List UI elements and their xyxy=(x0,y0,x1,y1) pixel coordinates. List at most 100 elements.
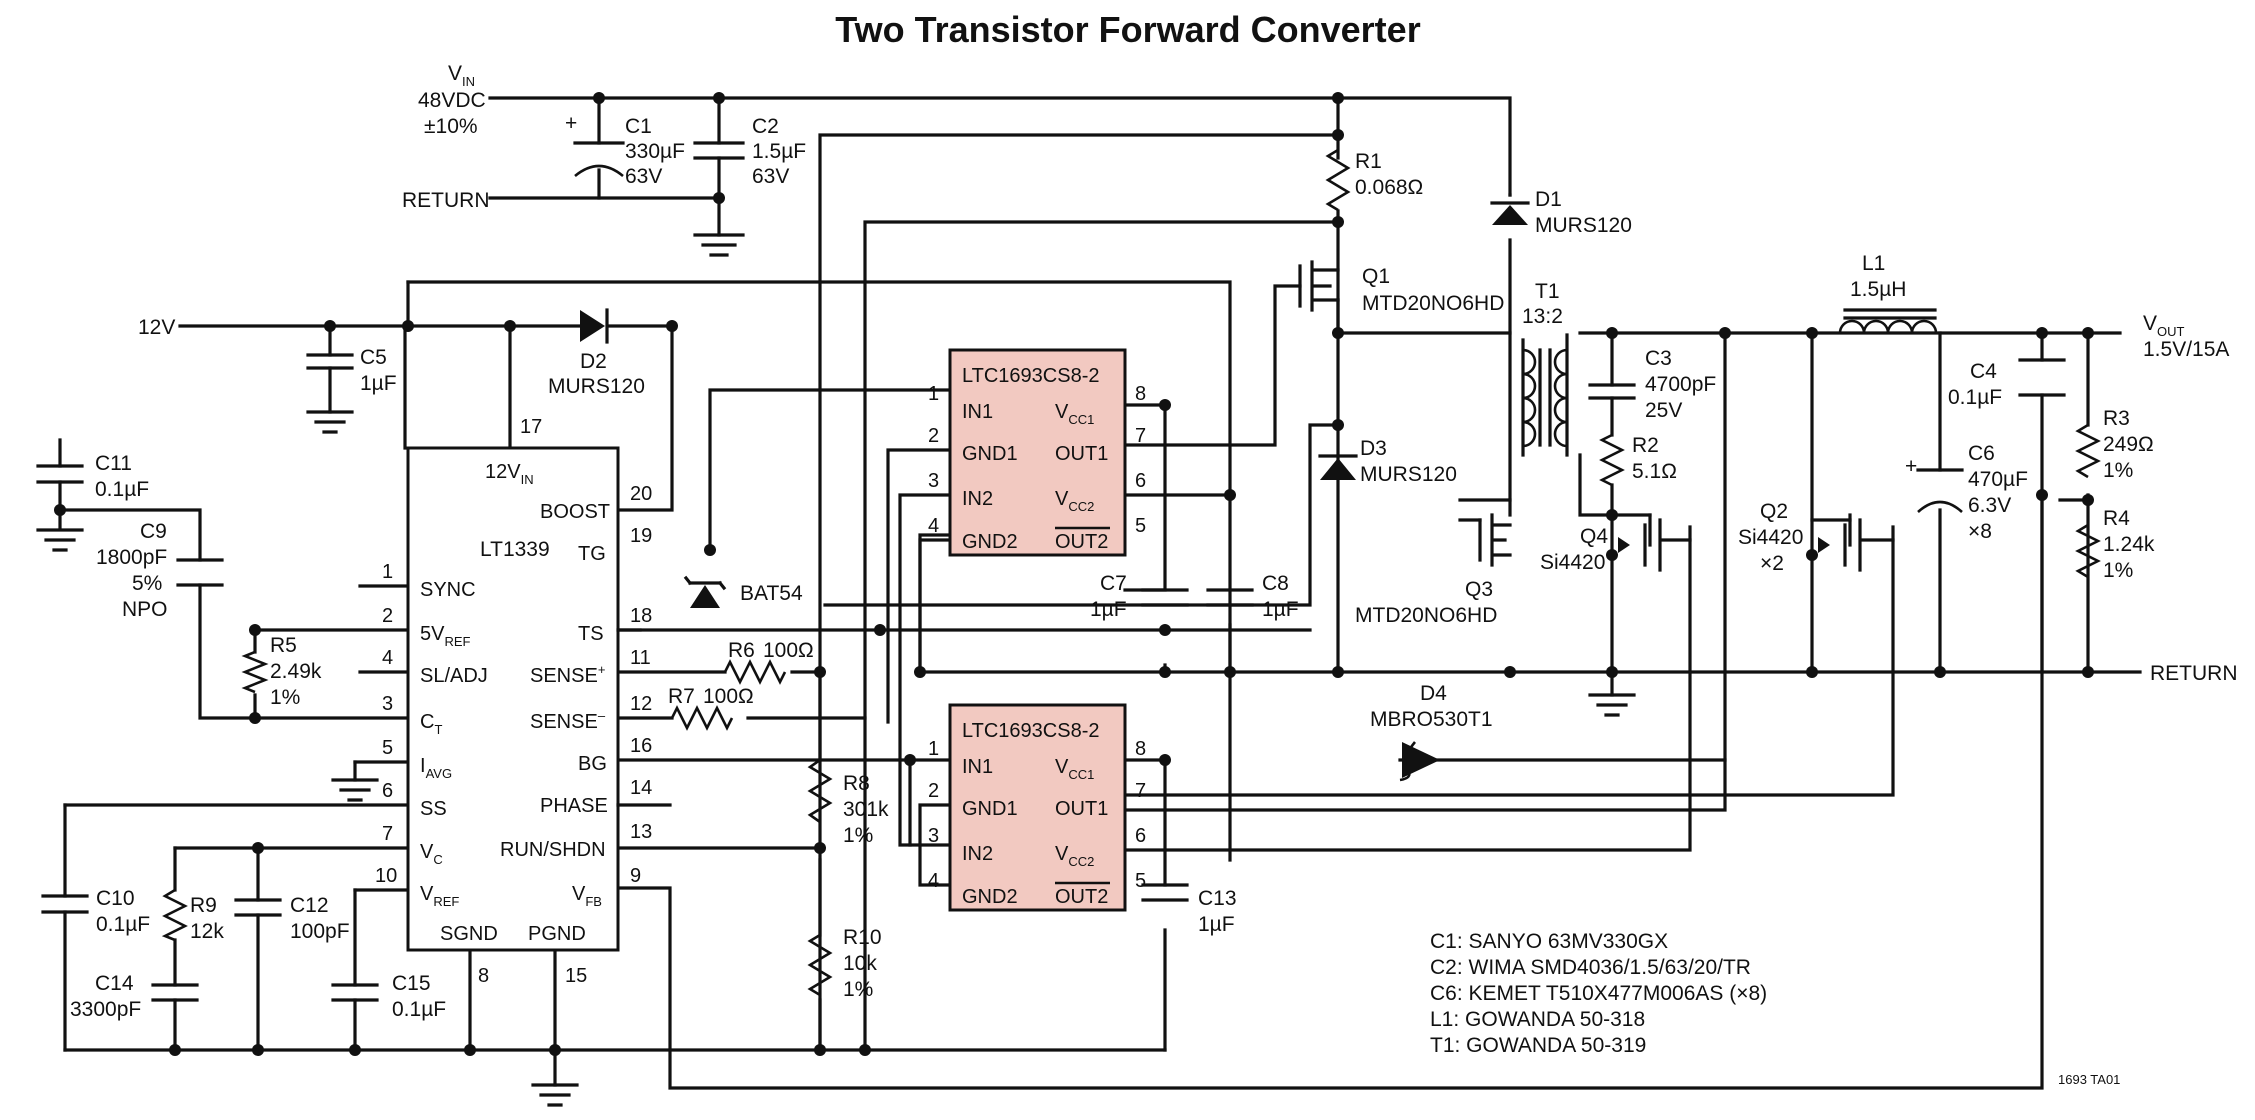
svg-text:1%: 1% xyxy=(843,978,873,1001)
figure-id: 1693 TA01 xyxy=(2058,1072,2120,1087)
svg-text:0.1µF: 0.1µF xyxy=(96,913,150,936)
svg-text:Q4: Q4 xyxy=(1580,525,1608,548)
svg-text:3: 3 xyxy=(382,693,393,715)
svg-text:MURS120: MURS120 xyxy=(1360,463,1457,486)
svg-text:2.49k: 2.49k xyxy=(270,660,322,683)
svg-text:MURS120: MURS120 xyxy=(1535,214,1632,237)
svg-text:1: 1 xyxy=(382,561,393,583)
svg-text:20: 20 xyxy=(630,483,652,505)
svg-text:Q2: Q2 xyxy=(1760,500,1788,523)
svg-text:C3: C3 xyxy=(1645,347,1672,370)
svg-text:0.1µF: 0.1µF xyxy=(1948,386,2002,409)
svg-text:11: 11 xyxy=(630,647,651,669)
svg-text:1%: 1% xyxy=(2103,459,2133,482)
svg-text:19: 19 xyxy=(630,525,652,547)
svg-text:MTD20NO6HD: MTD20NO6HD xyxy=(1362,292,1504,315)
svg-text:VCC2: VCC2 xyxy=(1055,488,1094,514)
svg-text:1.5V/15A: 1.5V/15A xyxy=(2143,338,2229,361)
svg-text:15: 15 xyxy=(565,965,587,987)
svg-text:8: 8 xyxy=(1135,383,1146,405)
svg-text:VCC1: VCC1 xyxy=(1055,756,1094,782)
svg-text:1%: 1% xyxy=(2103,559,2133,582)
svg-text:C8: C8 xyxy=(1262,572,1289,595)
svg-text:SYNC: SYNC xyxy=(420,579,476,601)
svg-text:7: 7 xyxy=(1135,425,1146,447)
svg-text:PHASE: PHASE xyxy=(540,795,608,817)
svg-text:5: 5 xyxy=(1135,870,1146,892)
svg-text:8: 8 xyxy=(1135,738,1146,760)
svg-text:RETURN: RETURN xyxy=(402,189,490,212)
svg-text:0.1µF: 0.1µF xyxy=(95,478,149,501)
svg-text:470µF: 470µF xyxy=(1968,468,2028,491)
svg-text:R7: R7 xyxy=(668,685,695,708)
svg-text:TS: TS xyxy=(578,623,604,645)
svg-text:1800pF: 1800pF xyxy=(96,546,167,569)
svg-text:C15: C15 xyxy=(392,972,431,995)
svg-text:1µF: 1µF xyxy=(360,372,397,395)
svg-text:17: 17 xyxy=(520,416,542,438)
svg-text:D3: D3 xyxy=(1360,437,1387,460)
svg-text:301k: 301k xyxy=(843,798,889,821)
svg-text:0.1µF: 0.1µF xyxy=(392,998,446,1021)
svg-text:13: 13 xyxy=(630,821,652,843)
svg-text:25V: 25V xyxy=(1645,399,1682,422)
svg-text:2: 2 xyxy=(382,605,393,627)
svg-text:0.068Ω: 0.068Ω xyxy=(1355,176,1423,199)
svg-text:OUT2: OUT2 xyxy=(1055,886,1108,908)
svg-text:C9: C9 xyxy=(140,520,167,543)
svg-text:VREF: VREF xyxy=(420,883,459,909)
svg-text:VIN: VIN xyxy=(448,62,475,89)
svg-text:1µF: 1µF xyxy=(1198,913,1235,936)
svg-text:C13: C13 xyxy=(1198,887,1237,910)
mosfet-symbols xyxy=(1298,260,1895,572)
svg-text:1%: 1% xyxy=(843,824,873,847)
svg-text:C1: SANYO 63MV330GX: C1: SANYO 63MV330GX xyxy=(1430,930,1668,953)
svg-text:+: + xyxy=(1905,455,1917,478)
svg-text:VOUT: VOUT xyxy=(2143,312,2185,339)
svg-text:OUT1: OUT1 xyxy=(1055,443,1108,465)
svg-text:10: 10 xyxy=(375,865,397,887)
junction-dots xyxy=(54,92,2094,1056)
svg-text:8: 8 xyxy=(478,965,489,987)
svg-text:10k: 10k xyxy=(843,952,877,975)
svg-text:RETURN: RETURN xyxy=(2150,662,2238,685)
svg-text:12V: 12V xyxy=(138,316,175,339)
svg-text:R10: R10 xyxy=(843,926,882,949)
svg-text:6: 6 xyxy=(1135,825,1146,847)
svg-text:C12: C12 xyxy=(290,894,329,917)
svg-text:Q3: Q3 xyxy=(1465,578,1493,601)
svg-text:C5: C5 xyxy=(360,346,387,369)
svg-text:1: 1 xyxy=(928,738,939,760)
svg-text:IN2: IN2 xyxy=(962,488,993,510)
svg-text:±10%: ±10% xyxy=(424,115,478,138)
svg-text:63V: 63V xyxy=(625,165,662,188)
svg-text:T1: T1 xyxy=(1535,280,1560,303)
svg-text:R5: R5 xyxy=(270,634,297,657)
svg-text:5: 5 xyxy=(1135,515,1146,537)
svg-text:9: 9 xyxy=(630,865,641,887)
svg-text:L1: GOWANDA 50-318: L1: GOWANDA 50-318 xyxy=(1430,1008,1645,1031)
svg-text:330µF: 330µF xyxy=(625,140,685,163)
svg-text:NPO: NPO xyxy=(122,598,168,621)
svg-text:GND2: GND2 xyxy=(962,886,1018,908)
svg-text:LTC1693CS8-2: LTC1693CS8-2 xyxy=(962,720,1099,742)
svg-text:5.1Ω: 5.1Ω xyxy=(1632,460,1677,483)
lt1339-name: LT1339 xyxy=(480,538,550,561)
svg-text:C10: C10 xyxy=(96,887,135,910)
svg-text:R9: R9 xyxy=(190,894,217,917)
svg-text:R3: R3 xyxy=(2103,407,2130,430)
inductor-symbols xyxy=(1522,308,1938,448)
svg-text:IN2: IN2 xyxy=(962,843,993,865)
svg-text:OUT2: OUT2 xyxy=(1055,531,1108,553)
svg-text:IN1: IN1 xyxy=(962,401,993,423)
svg-text:VFB: VFB xyxy=(572,883,602,909)
svg-text:BG: BG xyxy=(578,753,607,775)
svg-text:D4: D4 xyxy=(1420,682,1447,705)
svg-text:Q1: Q1 xyxy=(1362,265,1390,288)
svg-text:4: 4 xyxy=(928,515,939,537)
svg-text:5%: 5% xyxy=(132,572,162,595)
svg-text:13:2: 13:2 xyxy=(1522,305,1563,328)
